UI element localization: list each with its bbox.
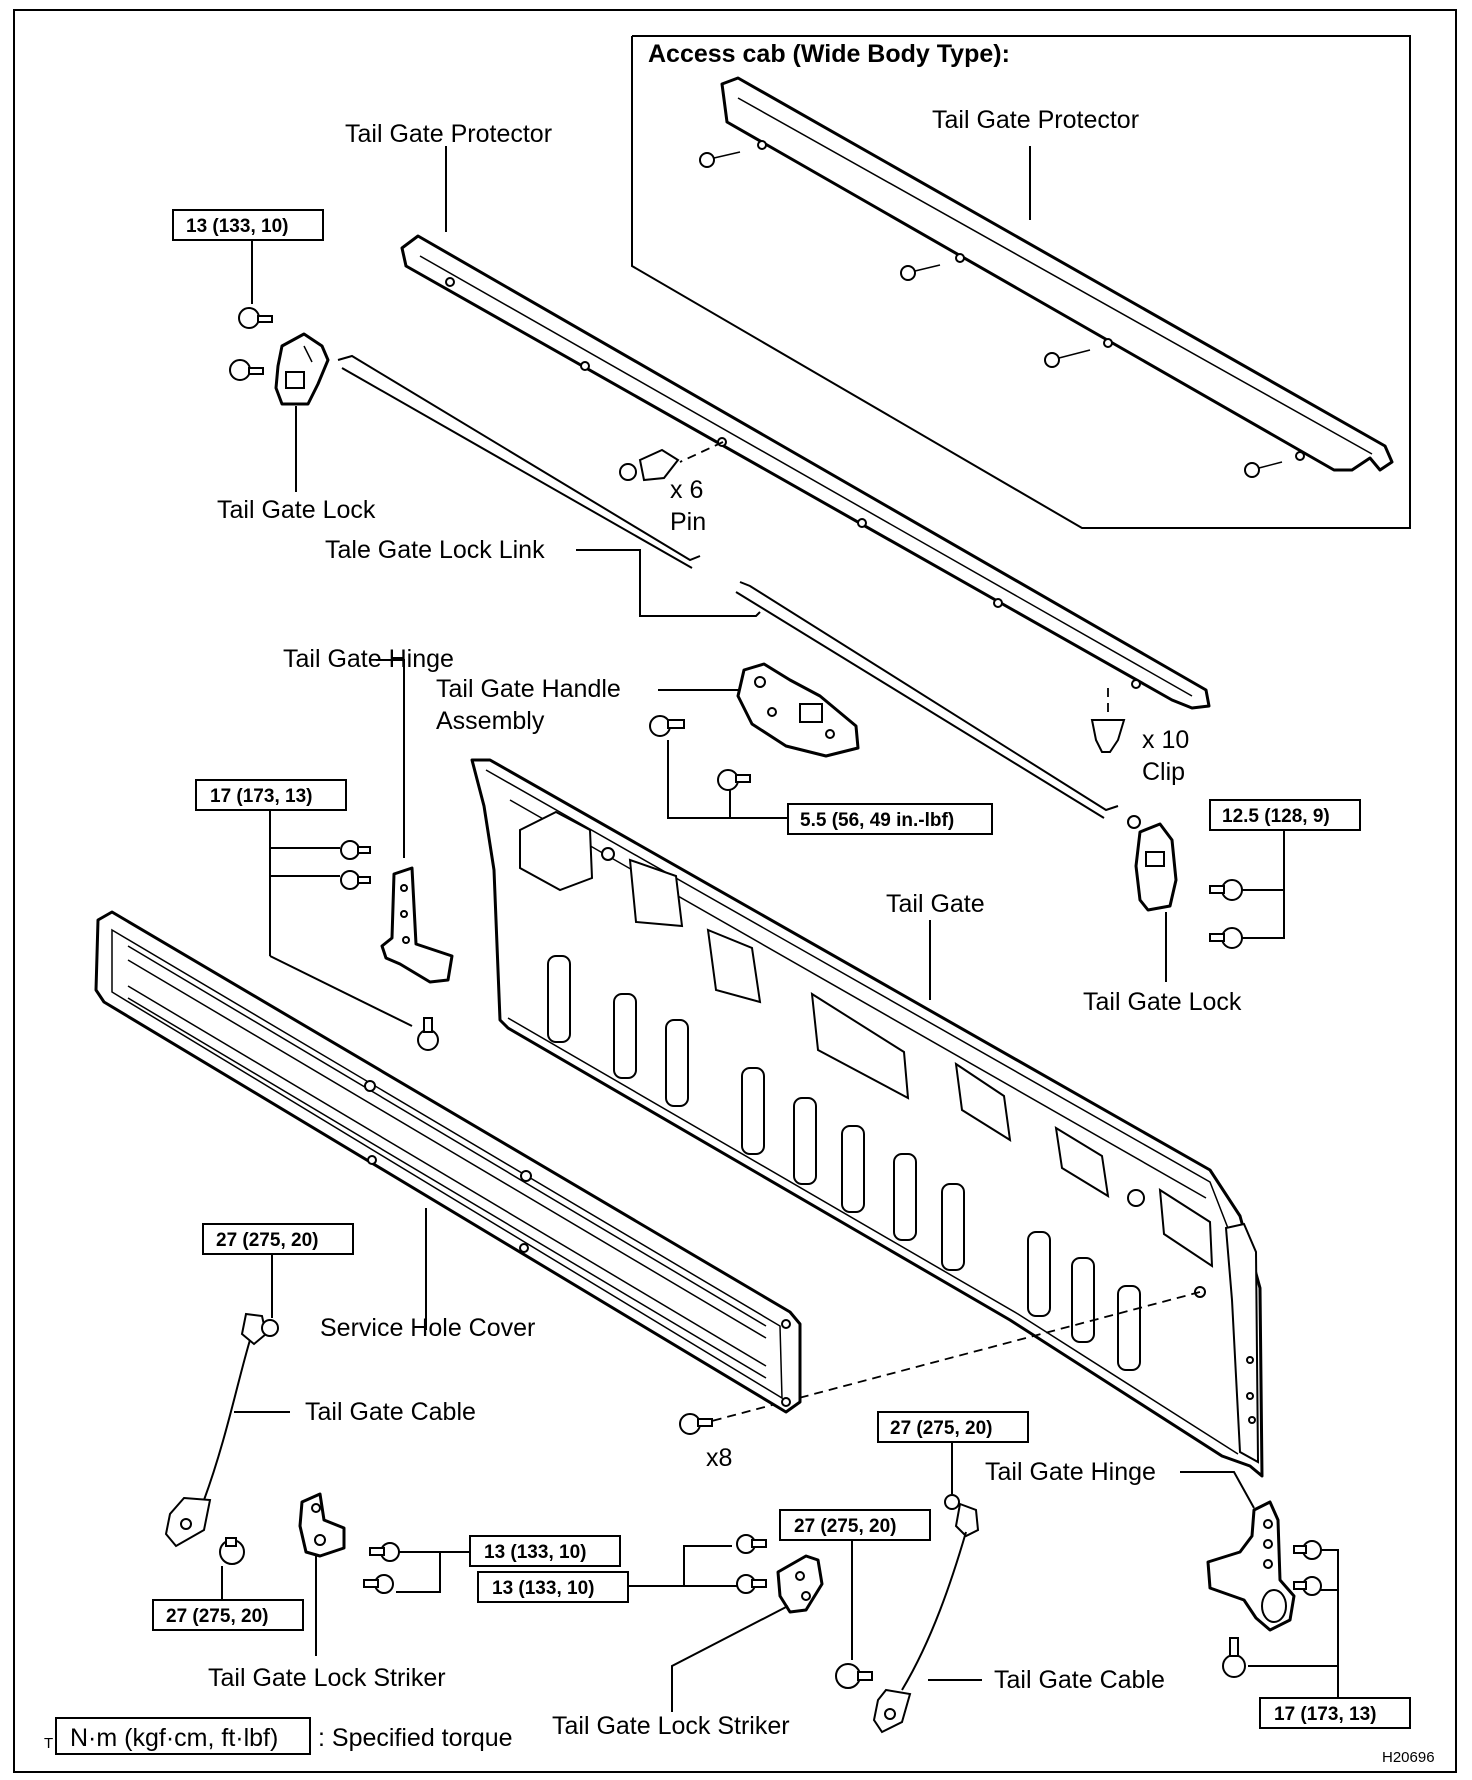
tail-gate-cable-right-label: Tail Gate Cable [994,1666,1165,1694]
legend-text: : Specified torque [318,1724,513,1752]
service-hole-cover-label: Service Hole Cover [320,1314,535,1342]
bolt [219,1537,245,1565]
inset-title: Access cab (Wide Body Type): [648,40,1010,68]
tail-gate-lock-striker-right [776,1554,824,1614]
bolt [1293,1540,1322,1560]
tail-gate-lock-left-label: Tail Gate Lock [217,496,376,524]
torque-box [202,1223,354,1255]
bolt [238,307,273,329]
service-hole-cover [94,910,802,1414]
bolt [736,1534,767,1554]
torque-legend: T N·m (kgf·cm, ft·lbf) : Specified torqu… [44,1717,513,1755]
handle-label-line2: Assembly [436,707,545,735]
tail-gate-hinge-lower-label: Tail Gate Hinge [985,1458,1156,1486]
tail-gate-lock-right [1127,815,1178,982]
bolt [229,359,264,381]
tail-gate-lock-left [274,332,330,492]
inset-screw [699,151,741,168]
clip-label: Clip [1142,758,1185,786]
outer-frame [13,9,1457,1773]
tail-gate-lock-right-label: Tail Gate Lock [1083,988,1242,1016]
tail-gate-hinge-upper [380,866,454,984]
tale-gate-lock-link-label: Tale Gate Lock Link [325,536,545,564]
bolt [363,1574,394,1594]
bolt [1209,927,1243,949]
inset-tail-gate-protector [720,76,1394,472]
torque-box [1259,1697,1411,1729]
legend-box [55,1717,311,1755]
tail-gate-lock-striker-left [298,1492,346,1558]
tail-gate-panel [470,758,1264,1478]
torque-box [172,209,324,241]
inset-screw [900,264,941,281]
torque-box [477,1571,629,1603]
torque-cable-right-mid: 27 (275, 20) [794,1516,896,1537]
tail-gate-label: Tail Gate [886,890,985,918]
torque-hinge-lower: 17 (173, 13) [1274,1704,1376,1725]
pin-label: Pin [670,508,706,536]
bolt [649,715,685,737]
bolt [369,1542,400,1562]
bolt-count: x8 [706,1444,732,1472]
bolt [736,1574,767,1594]
torque-box [152,1599,304,1631]
torque-handle: 5.5 (56, 49 in.-lbf) [800,810,954,831]
torque-lock-right: 12.5 (128, 9) [1222,806,1330,827]
pin-count: x 6 [670,476,703,504]
torque-box [779,1509,931,1541]
inset-screw [1244,461,1283,478]
tail-gate-cable-right [872,1494,980,1734]
clip-count: x 10 [1142,726,1189,754]
tail-gate-cable-left-label: Tail Gate Cable [305,1398,476,1426]
torque-box [877,1411,1029,1443]
tail-gate-lock-striker-left-label: Tail Gate Lock Striker [208,1664,446,1692]
tail-gate-protector-label: Tail Gate Protector [345,120,552,148]
tail-gate-slots [547,955,1141,1371]
bolt [340,870,371,890]
bolt [1209,879,1243,901]
torque-box [787,803,993,835]
torque-striker-right: 13 (133, 10) [492,1578,594,1599]
torque-box [195,779,347,811]
clip-fastener [1090,688,1126,753]
access-cab-inset: Access cab (Wide Body Type): Tail Gate P… [631,35,1411,529]
bolt [1222,1637,1246,1678]
bolt [717,769,751,791]
tale-gate-lock-link [337,354,1119,819]
tail-gate-handle-assembly [736,662,860,758]
bolt [835,1663,873,1689]
torque-box [1209,799,1361,831]
bolt [340,840,371,860]
legend-prefix: T [44,1735,53,1752]
bolt [679,1413,713,1435]
pin-fastener [619,441,724,482]
tail-gate-protector [400,146,1211,710]
legend-unit: N·m (kgf·cm, ft·lbf) [70,1724,278,1752]
torque-cable-left-top: 27 (275, 20) [216,1230,318,1251]
tail-gate-cable-left [164,1312,279,1548]
tail-gate-hinge-lower [1206,1500,1296,1632]
inset-screw [1044,349,1091,368]
tail-gate-hinge-upper-label: Tail Gate Hinge [283,645,454,673]
torque-lock-left: 13 (133, 10) [186,216,288,237]
handle-label-line1: Tail Gate Handle [436,675,621,703]
torque-box [469,1535,621,1567]
torque-striker-left: 13 (133, 10) [484,1542,586,1563]
tail-gate-lock-striker-right-label: Tail Gate Lock Striker [552,1712,790,1740]
bolt [1293,1576,1322,1596]
torque-cable-right-top: 27 (275, 20) [890,1418,992,1439]
bolt [417,1017,439,1051]
torque-cable-left-bottom: 27 (275, 20) [166,1606,268,1627]
figure-id: H20696 [1382,1749,1435,1766]
torque-hinge-upper: 17 (173, 13) [210,786,312,807]
inset-protector-label: Tail Gate Protector [932,106,1139,134]
